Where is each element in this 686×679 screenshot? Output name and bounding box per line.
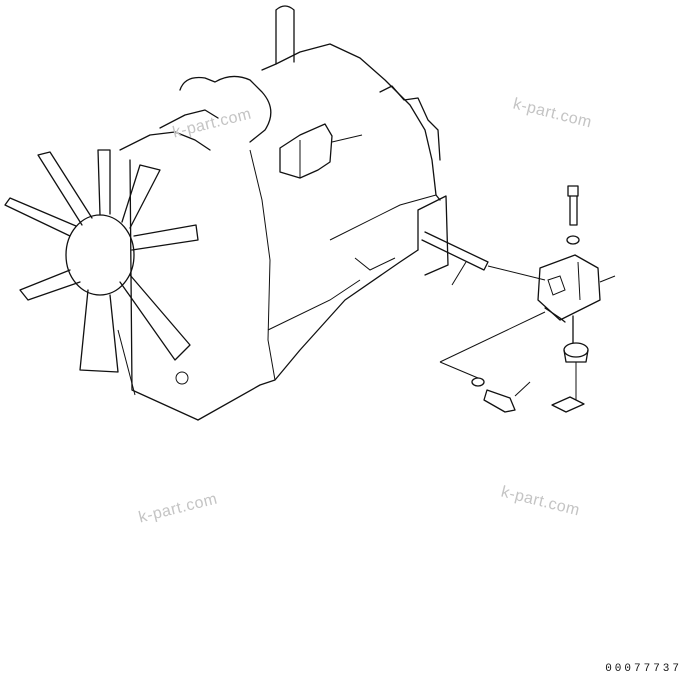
engine-mount-assembly	[421, 185, 616, 413]
radiator-fan	[4, 149, 199, 396]
engine-block	[119, 5, 449, 421]
drawing-number: 00077737	[605, 663, 682, 675]
